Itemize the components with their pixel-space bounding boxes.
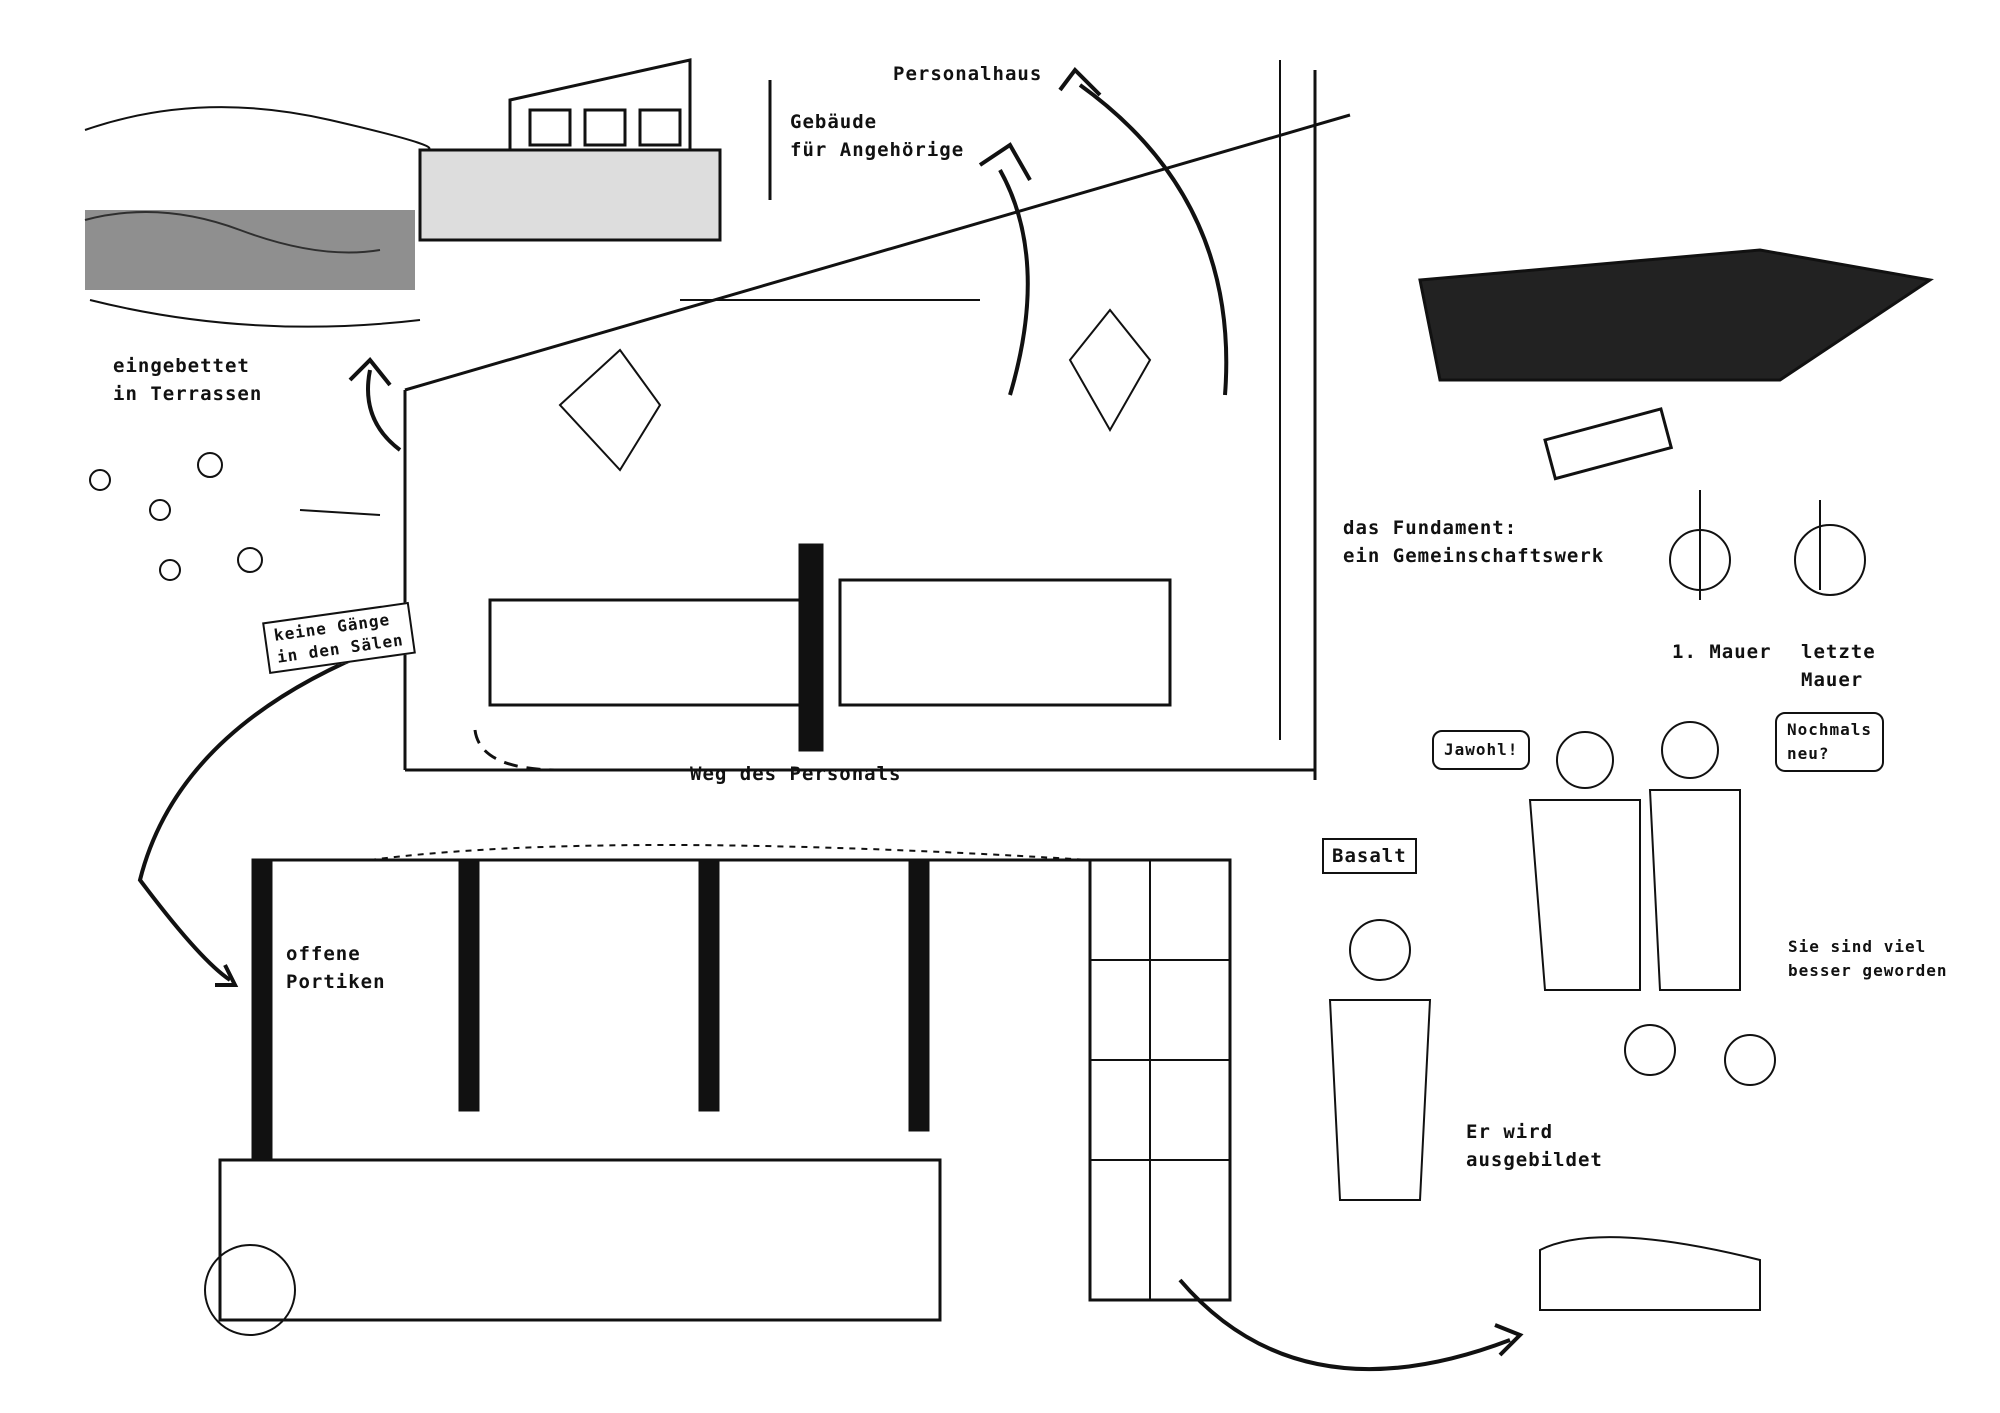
label-ausgebildet: Er wird ausgebildet xyxy=(1466,1121,1603,1171)
speech-bubble-nochmals: Nochmals neu? xyxy=(1775,712,1885,772)
landscape-sketch xyxy=(84,106,431,328)
arrows xyxy=(137,66,1524,1372)
ward-room-frame xyxy=(403,60,1351,780)
label-gebaeude-angehoerige: Gebäude für Angehörige xyxy=(790,111,965,161)
label-weg-personal: Weg des Personals xyxy=(690,763,902,785)
building-sketch xyxy=(418,58,772,242)
label-besser-geworden: Sie sind viel besser geworden xyxy=(1788,937,1948,980)
portico-sketch xyxy=(204,844,1232,1336)
microbes xyxy=(89,452,263,581)
label-offene-portiken: offene Portiken xyxy=(286,943,386,993)
label-mauer-letzte: letzte Mauer xyxy=(1801,641,1876,691)
label-personalhaus: Personalhaus xyxy=(893,63,1043,85)
speech-bubble-jawohl: Jawohl! xyxy=(1432,730,1531,770)
foundation-sketch xyxy=(1418,248,1934,600)
workers-sketch xyxy=(1328,721,1776,1311)
label-basalt: Basalt xyxy=(1322,838,1417,874)
label-mauer-1: 1. Mauer xyxy=(1672,641,1772,663)
label-terrassen: eingebettet in Terrassen xyxy=(113,355,263,405)
label-fundament: das Fundament: ein Gemeinschaftswerk xyxy=(1343,517,1605,567)
